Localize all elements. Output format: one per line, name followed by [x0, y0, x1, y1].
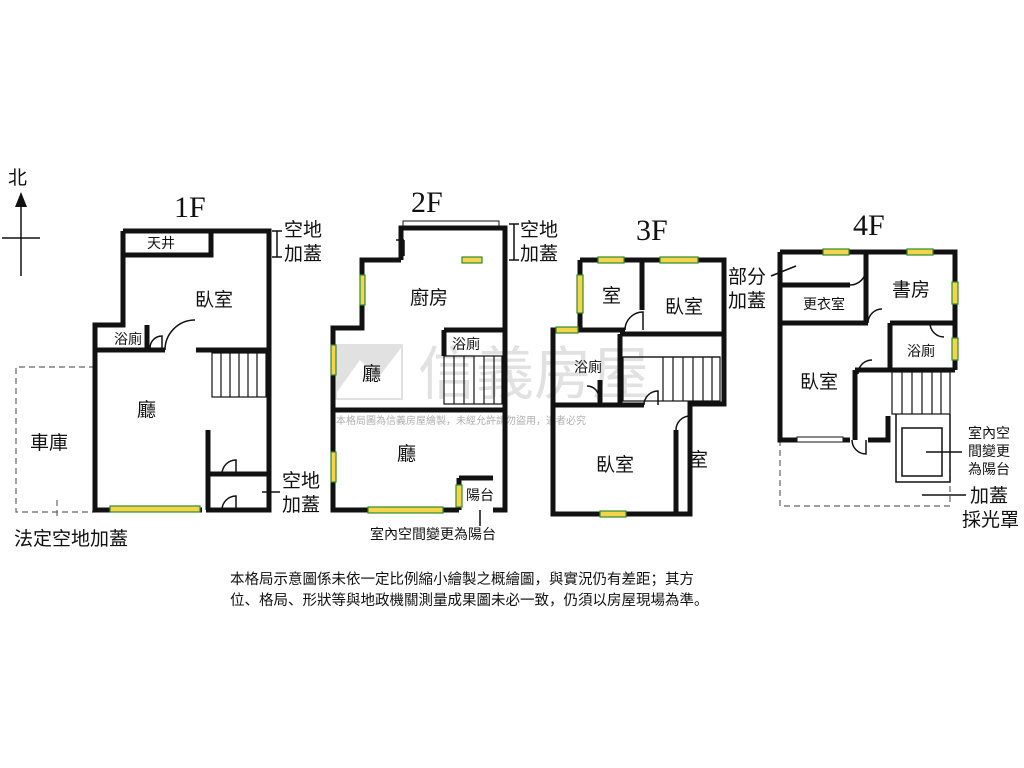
disclaimer-text: 本格局示意圖係未依一定比例縮小繪製之概繪圖，與實況仍有差距；其方 位、格局、形狀… [230, 570, 810, 612]
side-note-4f-1: 室內空 [968, 425, 1010, 442]
watermark: 信義房屋 本格局圖為信義房屋繪製，未經允許請勿盜用，違者必究 [335, 340, 650, 427]
brand-logo-icon [335, 344, 403, 400]
room-3f-room-south: 室 [689, 449, 708, 471]
room-1f-hall: 廳 [137, 399, 156, 421]
room-1f-bedroom: 臥室 [195, 289, 233, 311]
room-3f-small-room: 室 [602, 285, 621, 307]
floor-title-2f: 2F [411, 186, 443, 219]
disclaimer-line-2: 位、格局、形狀等與地政機關測量成果圖未必一致，仍須以房屋現場為準。 [230, 593, 709, 609]
room-4f-study: 書房 [892, 279, 930, 301]
legal-vacant-land-label: 法定空地加蓋 [14, 528, 128, 550]
note-1f-top-2: 加蓋 [284, 243, 322, 265]
floor-4f: 4F [728, 209, 1019, 531]
room-2f-kitchen: 廚房 [410, 286, 448, 309]
note-1f-bottom-1: 空地 [282, 470, 320, 492]
skylight-label-2: 採光罩 [962, 509, 1019, 531]
room-2f-hall: 廳 [397, 443, 416, 465]
north-label: 北 [8, 167, 27, 189]
floor-title-3f: 3F [636, 214, 668, 247]
north-arrow-icon [15, 192, 27, 207]
side-note-4f-2: 間變更 [968, 444, 1010, 460]
note-2f-2: 加蓋 [520, 243, 558, 265]
note-1f-bottom-2: 加蓋 [282, 494, 320, 516]
floor-2f: 2F 廚房 浴廁 廳 廳 陽台 空地 [330, 186, 558, 543]
room-3f-bath: 浴廁 [574, 359, 602, 376]
room-1f-bath: 浴廁 [114, 331, 142, 348]
note-4f-2: 加蓋 [728, 290, 766, 312]
room-2f-bath: 浴廁 [452, 336, 480, 353]
floor-3f: 3F 室 臥室 浴廁 臥室 室 [550, 214, 727, 518]
room-4f-bath: 浴廁 [907, 343, 935, 360]
note-4f-1: 部分 [728, 266, 766, 288]
room-3f-bedroom-north: 臥室 [665, 296, 703, 318]
garage-label: 車庫 [30, 432, 68, 454]
note-1f-top-1: 空地 [284, 219, 322, 241]
floor-1f: 1F 天井 臥室 浴廁 廳 [14, 191, 322, 550]
room-2f-balcony: 陽台 [466, 488, 494, 504]
room-3f-bedroom-south: 臥室 [596, 454, 634, 476]
room-2f-hall-upper: 廳 [362, 363, 381, 385]
floor-title-1f: 1F [174, 191, 206, 224]
north-compass: 北 [2, 167, 40, 276]
watermark-brand: 信義房屋 [418, 340, 650, 408]
disclaimer-line-1: 本格局示意圖係未依一定比例縮小繪製之概繪圖，與實況仍有差距；其方 [230, 572, 694, 588]
skylight-label-1: 加蓋 [970, 485, 1008, 507]
side-note-4f-3: 為陽台 [968, 462, 1010, 478]
note-2f-1: 空地 [520, 219, 558, 241]
room-1f-courtyard: 天井 [147, 236, 175, 252]
watermark-notice: 本格局圖為信義房屋繪製，未經允許請勿盜用，違者必究 [336, 414, 586, 427]
room-4f-bedroom: 臥室 [800, 371, 838, 393]
room-4f-closet: 更衣室 [803, 296, 845, 313]
caption-2f-balcony-change: 室內空間變更為陽台 [370, 526, 496, 543]
floor-title-4f: 4F [853, 209, 885, 242]
